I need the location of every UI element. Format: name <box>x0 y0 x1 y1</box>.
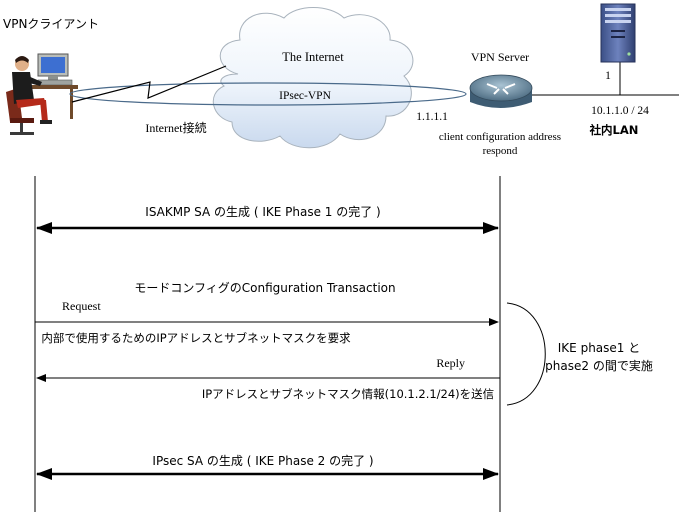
lan-server-icon <box>600 3 636 63</box>
internet-connection-line <box>71 65 227 103</box>
vpn-client-icon <box>6 53 78 135</box>
phase2-label: IPsec SA の生成 ( IKE Phase 2 の完了 ) <box>152 453 373 468</box>
client-label: VPNクライアント <box>3 17 99 31</box>
server-label: VPN Server <box>471 50 529 64</box>
between-note-line2: phase2 の間で実施 <box>545 358 653 373</box>
request-label: Request <box>62 299 101 313</box>
internet-connection-label: Internet接続 <box>145 120 206 135</box>
between-note-line1: IKE phase1 と <box>558 341 640 355</box>
lan-label: 社内LAN <box>589 123 639 137</box>
server-note-line2: respond <box>483 145 518 157</box>
lan-host-number: 1 <box>605 70 611 82</box>
phase1-label: ISAKMP SA の生成 ( IKE Phase 1 の完了 ) <box>145 204 380 219</box>
reply-desc: IPアドレスとサブネットマスク情報(10.1.2.1/24)を送信 <box>202 387 494 401</box>
modeconfig-title: モードコンフィグのConfiguration Transaction <box>134 281 395 295</box>
ipsec-tunnel <box>69 82 467 106</box>
lan-subnet: 10.1.1.0 / 24 <box>591 105 649 117</box>
exchange-bracket <box>506 302 546 406</box>
internet-cloud <box>212 7 414 149</box>
request-desc: 内部で使用するためのIPアドレスとサブネットマスクを要求 <box>41 331 351 345</box>
internet-label: The Internet <box>282 50 344 64</box>
tunnel-label: IPsec-VPN <box>279 90 331 102</box>
server-note-line1: client configuration address <box>439 131 561 143</box>
server-ip: 1.1.1.1 <box>416 111 448 123</box>
reply-label: Reply <box>436 356 465 370</box>
vpn-server-router-icon <box>469 74 533 108</box>
